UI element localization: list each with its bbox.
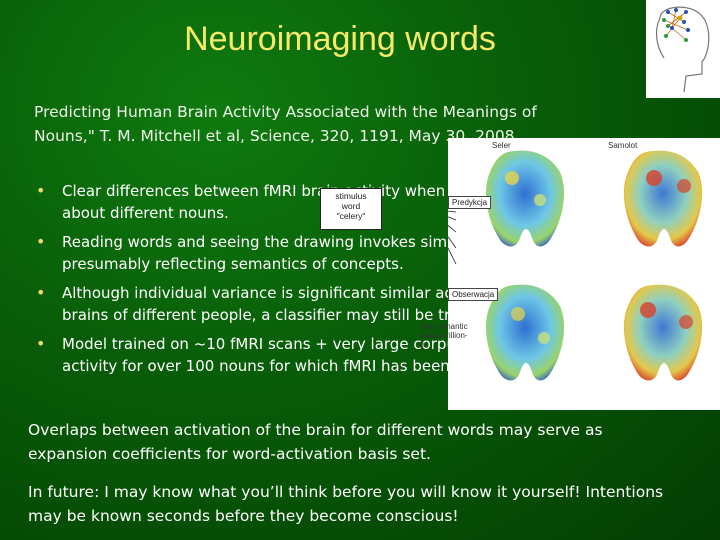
bullet-dot-icon: • — [36, 181, 46, 200]
brain-slice-seler-pred — [485, 150, 565, 247]
fmri-figure: Seler Samolot Predykcja Obserwacja Inte … — [320, 138, 720, 410]
bullet-dot-icon: • — [36, 334, 46, 353]
slide-title: Neuroimaging words — [184, 20, 496, 58]
label-predykcja: Predykcja — [448, 196, 492, 209]
label-seler: Seler — [492, 141, 511, 150]
brain-slice-samolot-obs — [623, 284, 703, 381]
bullet-dot-icon: • — [36, 232, 46, 251]
brain-slice-seler-obs — [485, 284, 565, 381]
stimulus-word-label: word — [341, 201, 361, 211]
citation-text: Predicting Human Brain Activity Associat… — [34, 103, 537, 145]
label-obserwacja: Obserwacja — [448, 288, 499, 301]
semantic-features-text: Inte semantic extrac trillion-w — [420, 322, 468, 349]
future-paragraph: In future: I may know what you’ll think … — [28, 483, 664, 525]
head-network-icon — [655, 6, 710, 93]
head-network-logo — [646, 0, 720, 98]
stimulus-word-value: "celery" — [336, 211, 366, 221]
overlap-paragraph: Overlaps between activation of the brain… — [28, 421, 603, 463]
stimulus-label: stimulus — [335, 191, 367, 201]
stimulus-box: stimulus word "celery" — [320, 188, 382, 230]
fmri-brain-maps — [448, 150, 703, 381]
bullet-dot-icon: • — [36, 283, 46, 302]
label-samolot: Samolot — [608, 141, 638, 150]
brain-slice-samolot-pred — [623, 150, 703, 247]
